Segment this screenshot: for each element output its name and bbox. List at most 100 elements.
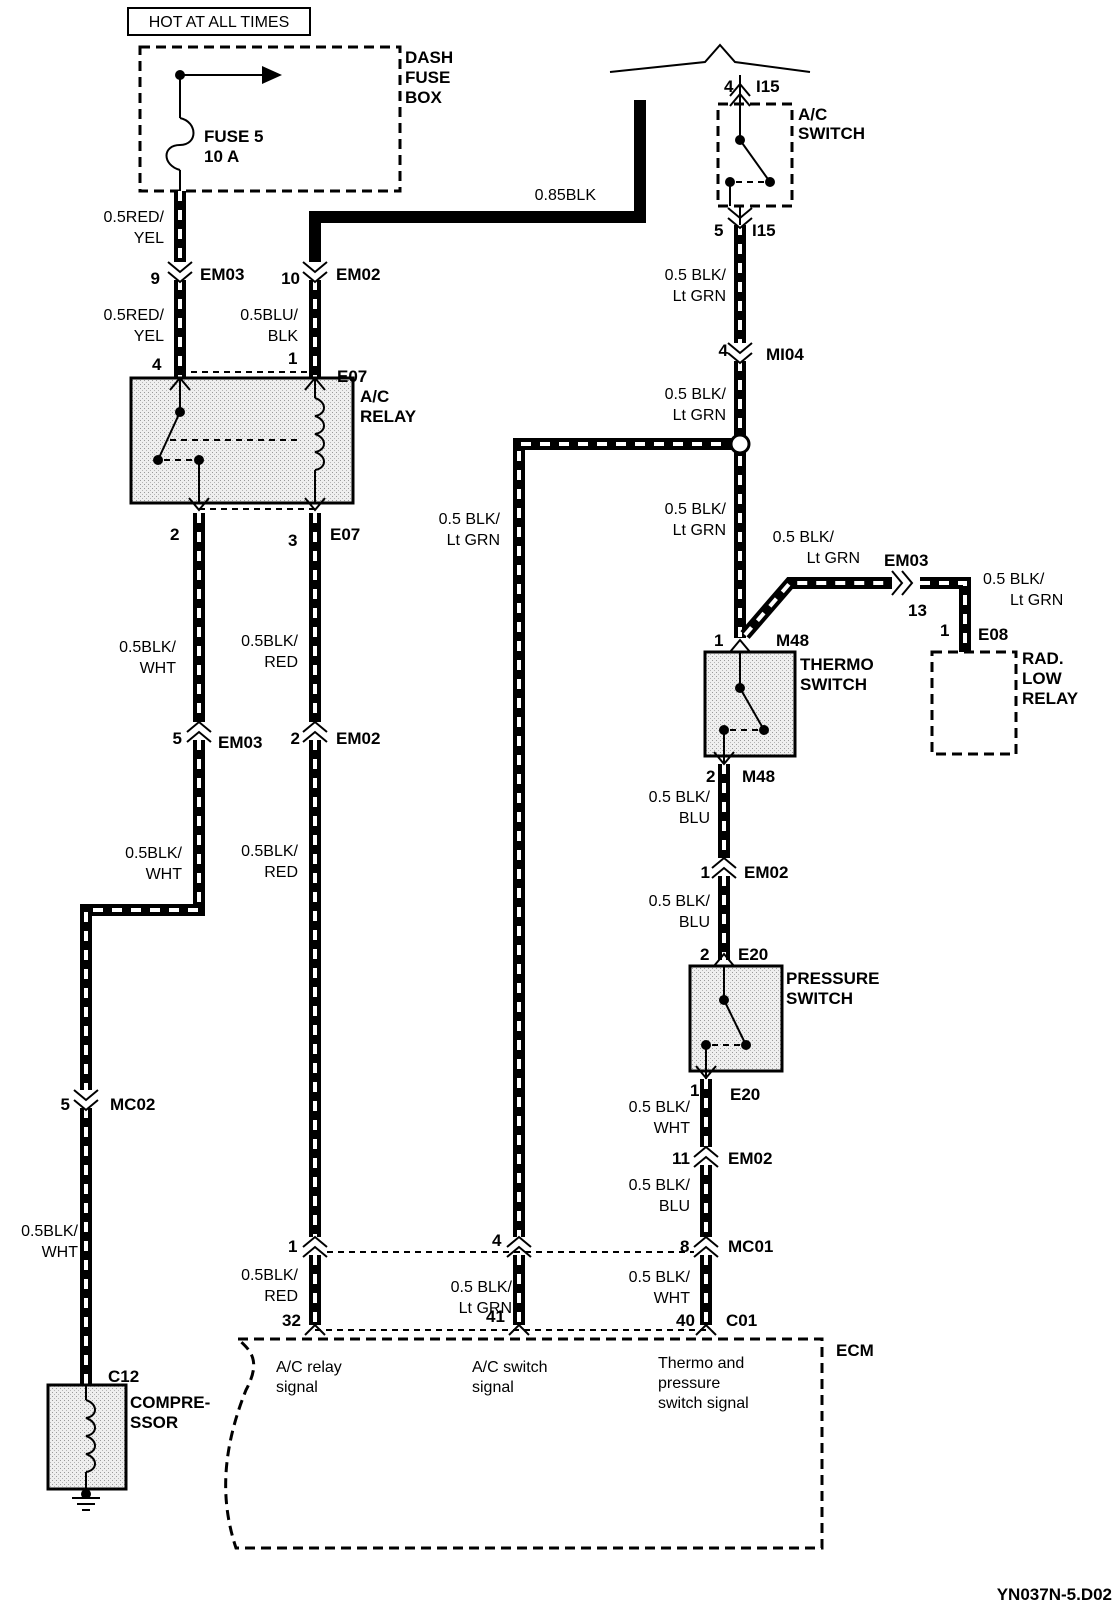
relay-conn-bottom: E07 [330, 525, 360, 544]
rad-relay-conn: E08 [978, 625, 1008, 644]
rad-relay-pin: 1 [940, 621, 949, 640]
hot-label-text: HOT AT ALL TIMES [149, 14, 290, 31]
wire-label: WHT [146, 866, 183, 883]
connector-label: EM03 [218, 733, 262, 752]
connector-label: EM02 [336, 265, 380, 284]
wire-085-blk [309, 100, 646, 262]
pin-label: 2 [291, 729, 300, 748]
pin-label: 5 [61, 1095, 70, 1114]
compressor-coil-icon [85, 1399, 96, 1473]
fuse-icon [165, 117, 195, 171]
pressure-conn-top: E20 [738, 945, 768, 964]
rad-relay-label-2: LOW [1022, 669, 1063, 688]
ac-switch: 4 I15 A/C SWITCH 5 I15 [609, 43, 865, 240]
ecm-pin-41: 41 [486, 1307, 505, 1326]
ecm-signal-ac-relay-2: signal [276, 1379, 318, 1396]
ecm-signal-ac-switch-1: A/C switch [472, 1359, 548, 1376]
ecm-signal-ac-switch-2: signal [472, 1379, 514, 1396]
ac-relay: 4 1 E07 A/C RELAY 2 3 E07 [129, 349, 417, 550]
wire-label: 0.85BLK [535, 187, 597, 204]
wire-label: 0.5BLU/ [240, 307, 298, 324]
relay-pin-2: 2 [170, 525, 179, 544]
connector-label: MI04 [766, 345, 804, 364]
wire-label: Lt GRN [459, 1300, 512, 1317]
pin-label: 4 [719, 341, 729, 360]
rad-low-relay: 1 E08 RAD. LOW RELAY [930, 621, 1079, 756]
wire-label: RED [264, 654, 298, 671]
wire-label: Lt GRN [673, 407, 726, 424]
pin-label: 1 [288, 1237, 297, 1256]
relay-pin-4: 4 [152, 355, 162, 374]
thermo-pin-1: 1 [714, 631, 723, 650]
wire-blk-blu-wht [700, 764, 730, 1325]
wire-label: 0.5 BLK/ [649, 789, 711, 806]
pressure-switch: 2 E20 PRESSURE SWITCH 1 E20 [688, 945, 880, 1104]
ac-switch-pin-bottom: 5 [714, 221, 723, 240]
dash-fuse-box: DASH FUSE BOX FUSE 5 10 A [138, 45, 453, 193]
rad-relay-label-3: RELAY [1022, 689, 1079, 708]
wire-label: 0.5 BLK/ [665, 501, 727, 518]
pin-label: 1 [701, 863, 710, 882]
wire-label: RED [264, 1288, 298, 1305]
connector-label: EM02 [336, 729, 380, 748]
wire-label: 0.5BLK/ [241, 843, 298, 860]
relay-label-1: A/C [360, 387, 389, 406]
ecm-signal-thermo-3: switch signal [658, 1395, 749, 1412]
compressor-conn: C12 [108, 1367, 139, 1386]
connector-label: EM02 [744, 863, 788, 882]
ecm-conn: C01 [726, 1311, 757, 1330]
ac-switch-pin-top: 4 [724, 77, 734, 96]
ac-switch-label-1: A/C [798, 105, 827, 124]
pin-label: 10 [281, 269, 300, 288]
ac-switch-label-2: SWITCH [798, 124, 865, 143]
wire-label: WHT [654, 1290, 691, 1307]
wire-label: RED [264, 864, 298, 881]
wire-blk-wht-relay-compressor [80, 513, 205, 1385]
fuse-box-title-3: BOX [405, 88, 443, 107]
wire-label: 0.5 BLK/ [773, 529, 835, 546]
ecm-signal-ac-relay-1: A/C relay [276, 1359, 342, 1376]
wire-label: Lt GRN [673, 522, 726, 539]
wire-label: Lt GRN [673, 288, 726, 305]
pin-label: 11 [672, 1149, 690, 1168]
wire-label: 0.5 BLK/ [451, 1279, 513, 1296]
fuse-box-title-2: FUSE [405, 68, 450, 87]
wire-label: 0.5 BLK/ [983, 571, 1045, 588]
wire-label: YEL [134, 328, 164, 345]
wire-label: 0.5BLK/ [21, 1223, 78, 1240]
ac-switch-conn-top: I15 [756, 77, 780, 96]
wire-labels: 0.5RED/ YEL 0.5RED/ YEL 0.5BLU/ BLK 0.85… [21, 187, 1063, 1317]
ecm-name: ECM [836, 1341, 874, 1360]
relay-coil-icon [314, 397, 325, 471]
break-mark [609, 43, 811, 73]
compressor-label-1: COMPRE- [130, 1393, 210, 1412]
thermo-switch: 1 M48 THERMO SWITCH 2 M48 [703, 631, 874, 786]
connector-labels: 9 EM03 10 EM02 4 MI04 5 EM03 2 EM02 13 E… [61, 265, 929, 1256]
ecm-signal-thermo-2: pressure [658, 1375, 720, 1392]
wire-label: 0.5BLK/ [241, 1267, 298, 1284]
ecm-signal-thermo-1: Thermo and [658, 1355, 744, 1372]
diagram-code: YN037N-5.D02 [997, 1585, 1112, 1604]
wire-label: 0.5 BLK/ [629, 1269, 691, 1286]
thermo-pin-2: 2 [706, 767, 715, 786]
relay-pin-1: 1 [288, 349, 297, 368]
compressor-label-2: SSOR [130, 1413, 178, 1432]
wire-label: WHT [140, 660, 177, 677]
wire-label: BLU [679, 914, 710, 931]
wire-label: 0.5 BLK/ [665, 267, 727, 284]
wire-label: 0.5 BLK/ [629, 1099, 691, 1116]
thermo-conn-bottom: M48 [742, 767, 775, 786]
wire-label: WHT [654, 1120, 691, 1137]
wire-label: BLU [659, 1198, 690, 1215]
rad-relay-label-1: RAD. [1022, 649, 1064, 668]
connector-label: EM03 [200, 265, 244, 284]
relay-label-2: RELAY [360, 407, 417, 426]
connector-label: MC02 [110, 1095, 155, 1114]
wire-blk-grn-rad [740, 577, 971, 652]
thermo-label-1: THERMO [800, 655, 874, 674]
pin-label: 8 [680, 1237, 689, 1256]
pin-label: 13 [908, 601, 927, 620]
fuse-rating: 10 A [204, 147, 239, 166]
ecm-module: ECM C01 32 41 40 A/C relay signal A/C sw… [224, 1307, 874, 1550]
